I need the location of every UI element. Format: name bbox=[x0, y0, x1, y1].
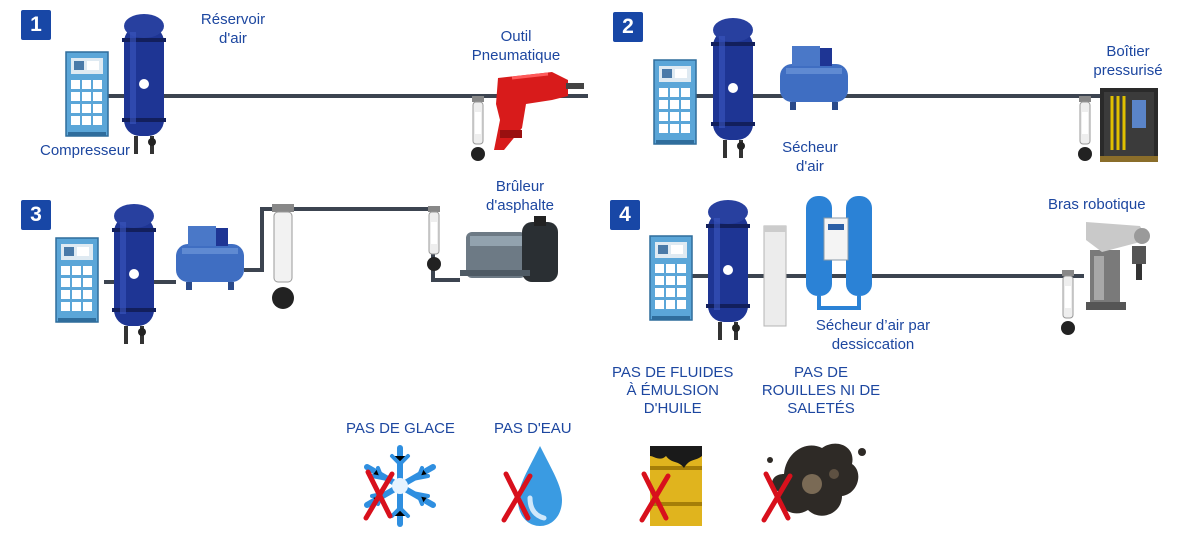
no-rust-dirt-line-1: PAS DE bbox=[794, 364, 848, 381]
compressor-icon bbox=[649, 235, 693, 321]
water-drop-icon bbox=[518, 446, 562, 526]
filter-icon bbox=[426, 205, 442, 272]
compressor-label: Compresseur bbox=[40, 142, 131, 159]
air-tank-icon bbox=[112, 204, 156, 344]
air-dryer-icon bbox=[780, 46, 848, 110]
no-oil-emulsion-line-1: PAS DE FLUIDES bbox=[612, 364, 734, 381]
pneumatic-tool-label: Outil Pneumatique bbox=[471, 28, 561, 64]
system-1-diagram bbox=[65, 14, 588, 162]
compressor-icon bbox=[65, 51, 109, 137]
filter-icon bbox=[1060, 269, 1076, 336]
prohibited-cross-icon bbox=[501, 471, 533, 523]
asphalt-burner-icon bbox=[460, 216, 558, 282]
no-ice-label: PAS DE GLACE bbox=[346, 420, 455, 437]
system-4-badge: 4 bbox=[610, 200, 640, 230]
no-rust-dirt-line-3: SALETÉS bbox=[787, 400, 855, 417]
pneumatic-drill-icon bbox=[494, 72, 584, 150]
system-4-diagram bbox=[649, 196, 1150, 340]
air-tank-icon bbox=[706, 200, 750, 340]
prohibited-cross-icon bbox=[761, 471, 793, 523]
air-dryer-label: Sécheur d'air bbox=[782, 139, 838, 175]
desiccant-dryer-label: Sécheur d’air par dessiccation bbox=[815, 317, 931, 353]
filter-icon bbox=[470, 95, 486, 162]
dirt-splash-icon bbox=[767, 443, 866, 516]
filter-tower-icon bbox=[763, 225, 787, 327]
system-3-diagram bbox=[55, 204, 558, 344]
oil-barrel-icon bbox=[650, 446, 702, 526]
system-1-badge: 1 bbox=[21, 10, 51, 40]
asphalt-burner-label: Brûleur d'asphalte bbox=[486, 178, 554, 214]
filter-icon bbox=[1077, 95, 1093, 162]
system-2-badge: 2 bbox=[613, 12, 643, 42]
air-tank-label: Réservoir d'air bbox=[200, 11, 266, 47]
prohibited-cross-icon bbox=[363, 469, 395, 521]
no-oil-emulsion-line-2: À ÉMULSION bbox=[626, 382, 719, 399]
no-water-label: PAS D'EAU bbox=[494, 420, 572, 437]
desiccant-dryer-icon bbox=[806, 196, 872, 310]
system-3-badge: 3 bbox=[21, 200, 51, 230]
pressurized-enclosure-icon bbox=[1100, 88, 1158, 162]
coalescing-filter-icon bbox=[272, 204, 294, 309]
system-2-diagram bbox=[653, 18, 1158, 162]
robotic-arm-icon bbox=[1086, 222, 1150, 310]
pressurized-enclosure-label: Boîtier pressurisé bbox=[1093, 43, 1163, 79]
no-oil-emulsion-line-3: D'HUILE bbox=[643, 400, 702, 417]
no-oil-emulsion-label: PAS DE FLUIDES À ÉMULSION D'HUILE bbox=[612, 364, 733, 418]
compressor-icon bbox=[653, 59, 697, 145]
air-tank-icon bbox=[711, 18, 755, 158]
no-rust-dirt-line-2: ROUILLES NI DE bbox=[761, 382, 881, 399]
no-rust-dirt-label: PAS DE ROUILLES NI DE SALETÉS bbox=[754, 364, 888, 418]
robotic-arm-label: Bras robotique bbox=[1048, 196, 1146, 213]
prohibited-cross-icon bbox=[639, 471, 671, 523]
air-tank-icon bbox=[122, 14, 166, 154]
air-dryer-icon bbox=[176, 226, 244, 290]
compressor-icon bbox=[55, 237, 99, 323]
